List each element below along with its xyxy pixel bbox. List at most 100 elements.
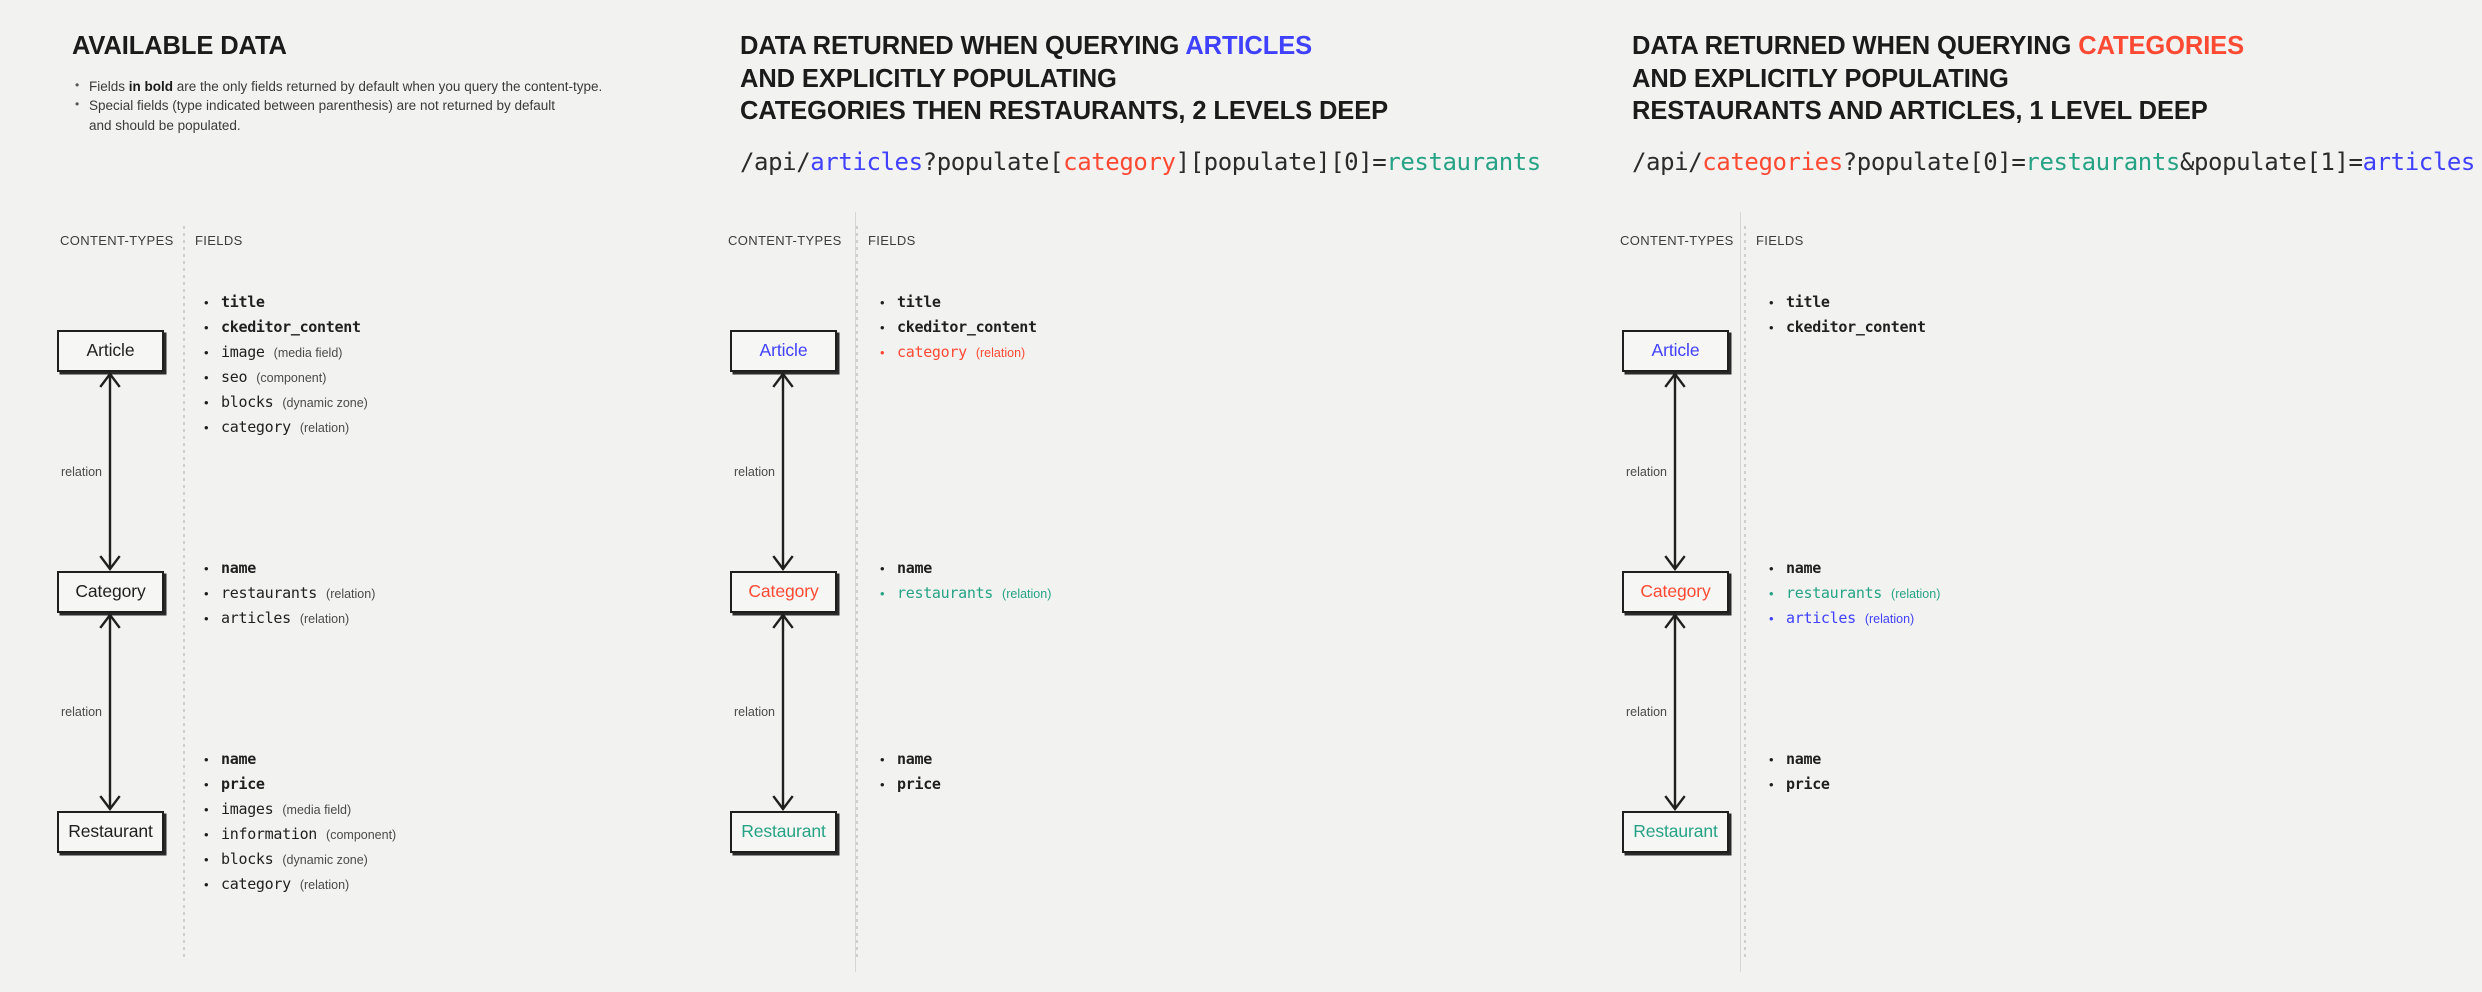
field-row: name: [876, 556, 1051, 581]
field-row: seo(component): [200, 365, 368, 390]
column-caption-content-types: CONTENT-TYPES: [1620, 233, 1734, 248]
entity-box-category[interactable]: Category: [1622, 571, 1729, 613]
panel-heading: AVAILABLE DATAFields in bold are the onl…: [72, 30, 852, 135]
entity-box-restaurant[interactable]: Restaurant: [730, 811, 837, 853]
relation-arrow-icon: [772, 613, 794, 811]
entity-box-category[interactable]: Category: [730, 571, 837, 613]
entity-box-article[interactable]: Article: [57, 330, 164, 372]
field-name: name: [221, 559, 256, 577]
field-type: (component): [326, 828, 397, 842]
field-row: name: [1765, 556, 1940, 581]
field-name: category: [221, 418, 291, 436]
field-row: price: [1765, 772, 1830, 797]
column-caption-fields: FIELDS: [1756, 233, 1804, 248]
field-name: blocks: [221, 850, 274, 868]
url-token: ][populate][0]=: [1175, 148, 1387, 176]
field-type: (relation): [1002, 587, 1052, 601]
field-name: image: [221, 343, 265, 361]
field-name: articles: [1786, 609, 1856, 627]
entity-box-label: Restaurant: [68, 821, 153, 842]
field-row: title: [1765, 290, 1926, 315]
field-row: articles(relation): [1765, 606, 1940, 631]
panel-separator-1: [855, 212, 856, 972]
field-row: blocks (dynamic zone): [200, 847, 396, 872]
panel-title-accent: CATEGORIES: [2078, 32, 2244, 60]
entity-box-label: Category: [1640, 581, 1711, 602]
field-type: (relation): [326, 587, 376, 601]
field-row: name: [876, 747, 941, 772]
field-name: restaurants: [1786, 584, 1883, 602]
url-token: articles: [2362, 148, 2476, 176]
url-token: ?populate[: [922, 148, 1064, 176]
entity-box-label: Category: [748, 581, 819, 602]
field-type: (relation): [1891, 587, 1941, 601]
field-type: (relation): [299, 612, 350, 626]
relation-connector: [763, 613, 803, 811]
field-name: information: [221, 825, 318, 843]
field-row: category(relation): [200, 872, 396, 897]
relation-arrow-icon: [99, 372, 121, 571]
field-row: information (component): [200, 822, 396, 847]
field-row: restaurants (relation): [200, 581, 375, 606]
field-row: images(media field): [200, 797, 396, 822]
field-type: (dynamic zone): [282, 853, 368, 867]
field-name: title: [897, 293, 941, 311]
field-type: (relation): [975, 346, 1026, 360]
entity-box-article[interactable]: Article: [730, 330, 837, 372]
url-token: category: [1063, 148, 1176, 176]
relation-label: relation: [1626, 705, 1667, 719]
field-name: name: [897, 750, 932, 768]
field-name: name: [1786, 559, 1821, 577]
note-continuation: and should be populated.: [89, 117, 241, 133]
panel-note-item: Special fields (type indicated between p…: [72, 95, 852, 135]
panel-title-accent: ARTICLES: [1185, 32, 1313, 60]
url-token: &populate[1]=: [2179, 148, 2363, 176]
panel-separator-2: [1740, 212, 1741, 972]
field-group-article: titleckeditor_contentimage(media field)s…: [200, 290, 368, 440]
field-row: image(media field): [200, 340, 368, 365]
column-dotted-divider: [183, 226, 185, 961]
panel-title-line: AVAILABLE DATA: [72, 32, 287, 60]
field-name: ckeditor_content: [221, 318, 361, 336]
field-row: restaurants (relation): [1765, 581, 1940, 606]
url-token: restaurants: [2025, 148, 2180, 176]
field-name: name: [897, 559, 932, 577]
relation-label: relation: [61, 705, 102, 719]
column-caption-content-types: CONTENT-TYPES: [728, 233, 842, 248]
field-name: category: [897, 343, 967, 361]
field-name: ckeditor_content: [1786, 318, 1926, 336]
url-token: /api/: [740, 148, 811, 176]
relation-connector: [1655, 613, 1695, 811]
column-dotted-divider: [856, 226, 858, 961]
field-name: price: [221, 775, 265, 793]
relation-label: relation: [1626, 464, 1667, 479]
column-caption-content-types: CONTENT-TYPES: [60, 233, 174, 248]
url-token: categories: [1702, 148, 1843, 176]
api-url: /api/articles?populate[category][populat…: [740, 148, 1541, 176]
field-name: name: [1786, 750, 1821, 768]
field-name: blocks: [221, 393, 274, 411]
relation-connector: [1655, 372, 1695, 571]
entity-box-article[interactable]: Article: [1622, 330, 1729, 372]
entity-box-restaurant[interactable]: Restaurant: [1622, 811, 1729, 853]
field-name: articles: [221, 609, 291, 627]
field-name: price: [1786, 775, 1830, 793]
field-group-category: name restaurants (relation) articles(relati…: [1765, 556, 1940, 631]
entity-box-category[interactable]: Category: [57, 571, 164, 613]
field-name: restaurants: [221, 584, 318, 602]
entity-box-label: Article: [86, 340, 135, 361]
field-group-article: titleckeditor_contentcategory(relation): [876, 290, 1037, 365]
panel-title-line: AND EXPLICITLY POPULATING: [1632, 64, 2009, 93]
entity-box-restaurant[interactable]: Restaurant: [57, 811, 164, 853]
field-row: ckeditor_content: [1765, 315, 1926, 340]
field-group-category: name restaurants (relation) articles (relati…: [200, 556, 375, 631]
field-type: (dynamic zone): [282, 396, 368, 410]
field-name: title: [1786, 293, 1830, 311]
field-row: blocks (dynamic zone): [200, 390, 368, 415]
relation-connector: [763, 372, 803, 571]
field-type: (relation): [299, 878, 350, 892]
relation-arrow-icon: [772, 372, 794, 571]
